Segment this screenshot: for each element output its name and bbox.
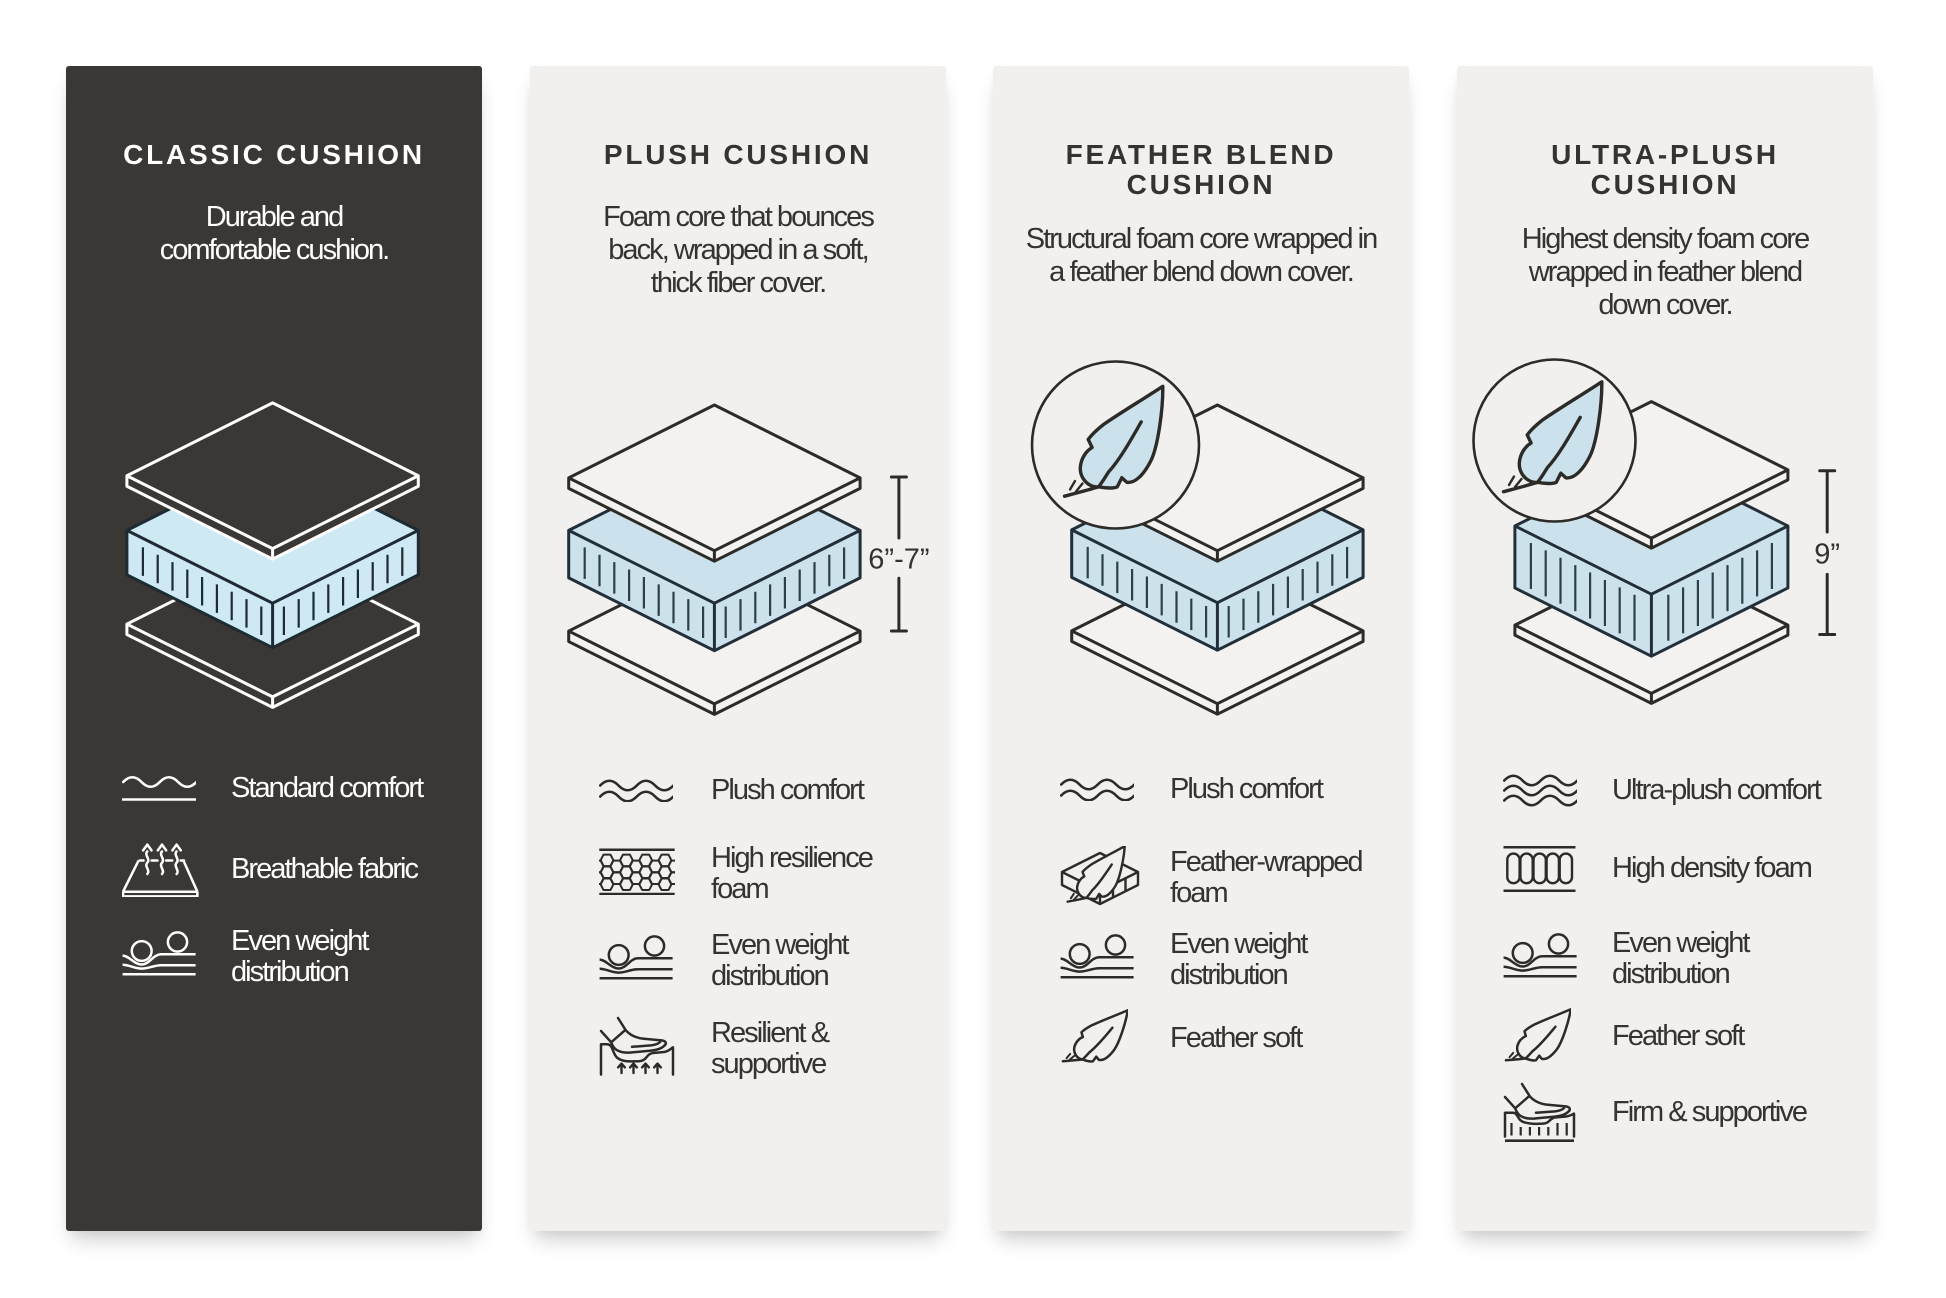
svg-text:6”-7”: 6”-7” [868, 543, 929, 575]
svg-text:9”: 9” [1814, 538, 1840, 570]
